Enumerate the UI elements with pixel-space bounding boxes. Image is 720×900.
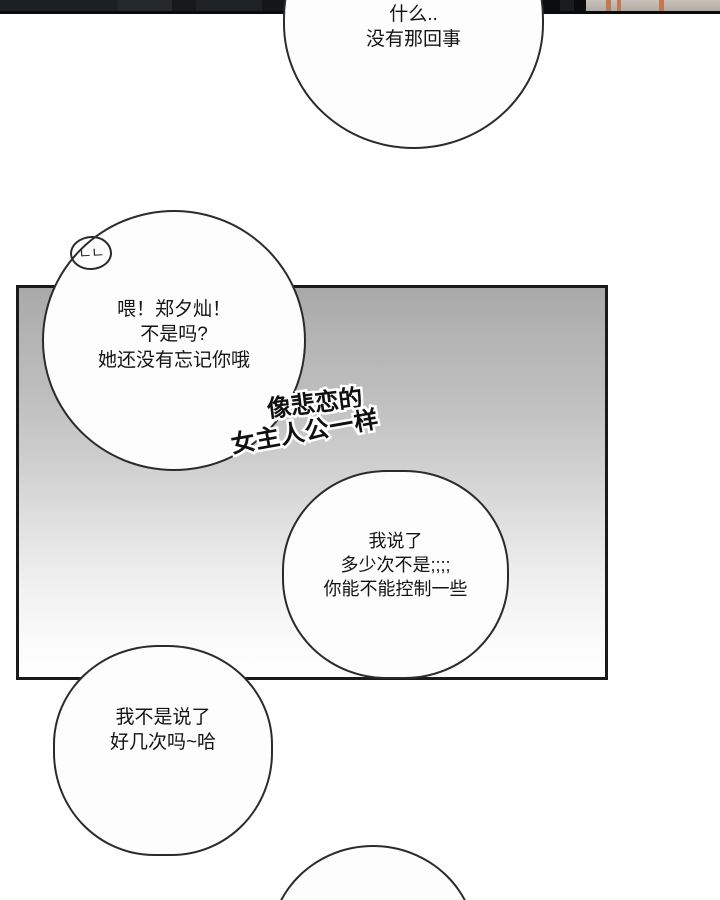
speech-line: 好几次吗~哈: [109, 732, 217, 754]
speech-bubble-bottom-left: 我不是说了 好几次吗~哈: [53, 645, 273, 856]
speech-line: 没有那回事: [365, 29, 461, 51]
speech-bubble-hey: 喂！郑夕灿！ 不是吗? 她还没有忘记你哦: [42, 210, 306, 471]
remnant-accent-bar-2: [617, 0, 621, 11]
speech-line: 喂！郑夕灿！: [116, 299, 231, 320]
remnant-light-area: [586, 0, 720, 11]
speech-bubble-top: 什么.. 没有那回事: [283, 0, 544, 149]
remnant-accent-bar-3: [659, 0, 664, 11]
speech-bubble-said: 我说了 多少次不是;;;; 你能不能控制一些: [282, 470, 509, 679]
speech-line: 我说了: [368, 531, 423, 551]
speech-line: 你能不能控制一些: [323, 579, 468, 600]
remnant-accent-bar-1: [606, 0, 611, 11]
speech-bubble-partial-bottom: [269, 845, 477, 900]
speech-line: 我不是说了: [115, 707, 211, 728]
speech-line: 什么..: [389, 4, 438, 25]
speech-line: 她还没有忘记你哦: [97, 349, 250, 371]
speech-line: 不是吗?: [140, 324, 208, 346]
nn-marker-label: ㄴㄴ: [77, 243, 105, 263]
speech-line: 多少次不是;;;;: [340, 555, 451, 576]
